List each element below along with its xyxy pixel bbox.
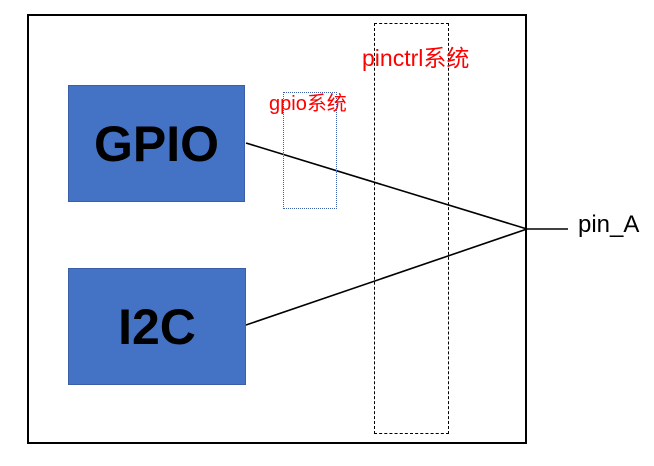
pinctrl-system-label: pinctrl系统: [362, 45, 470, 71]
pin-a-label: pin_A: [578, 211, 640, 238]
gpio-region-rect: [283, 92, 337, 209]
i2c-block: I2C: [68, 268, 246, 385]
i2c-block-label: I2C: [118, 298, 196, 355]
gpio-system-label: gpio系统: [269, 93, 347, 115]
gpio-block-label: GPIO: [93, 115, 220, 172]
pinctrl-region-rect: [374, 23, 449, 434]
gpio-block: GPIO: [68, 85, 245, 202]
